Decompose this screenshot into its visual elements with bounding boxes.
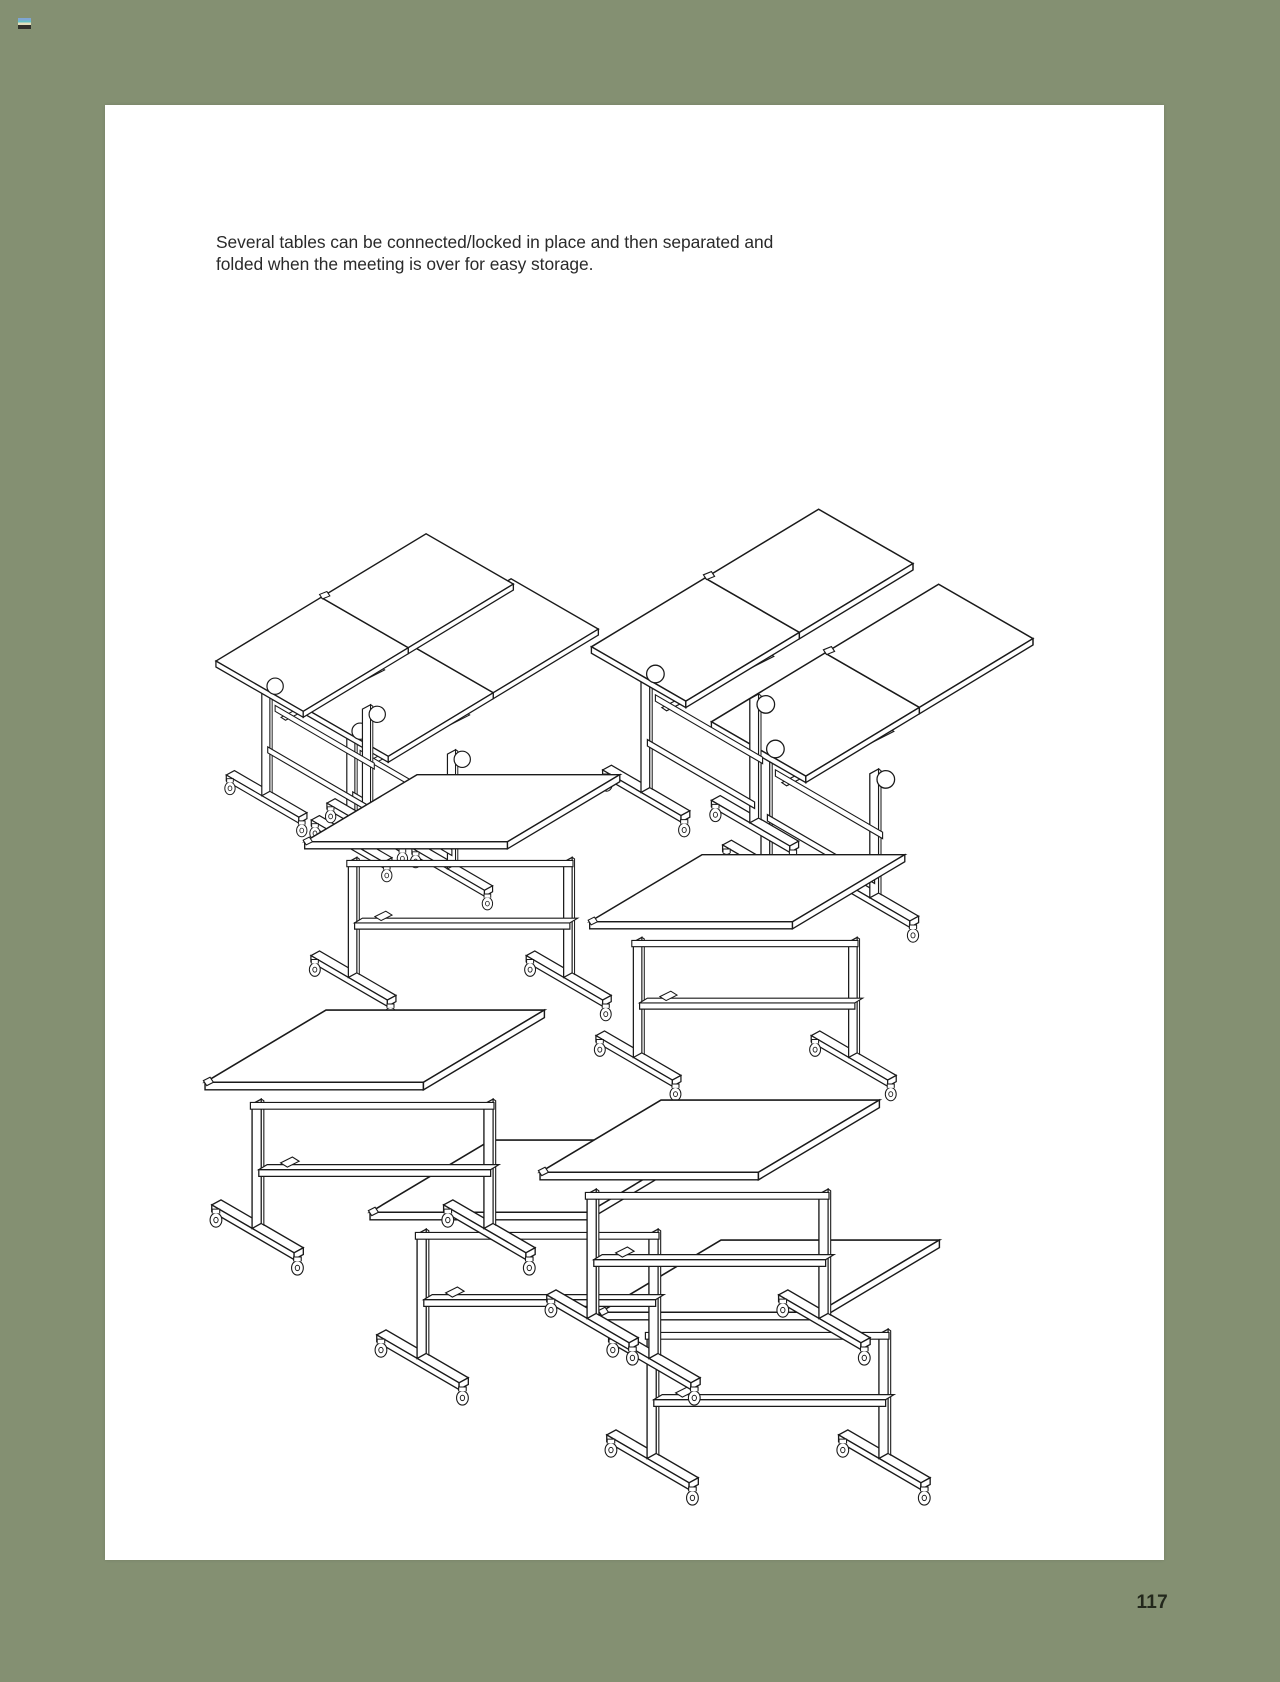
instruction-paragraph: Several tables can be connected/locked i… xyxy=(216,232,774,275)
page-number: 117 xyxy=(1136,1592,1168,1613)
table-illustrations-figure xyxy=(105,305,1164,1545)
illustration-bottom-cluster xyxy=(203,1010,939,1505)
scanner-artifact xyxy=(18,18,31,29)
document-page: Several tables can be connected/locked i… xyxy=(105,105,1164,1560)
illustration-top-left-folded-pair xyxy=(216,534,598,910)
table-illustrations-svg xyxy=(105,305,1164,1545)
